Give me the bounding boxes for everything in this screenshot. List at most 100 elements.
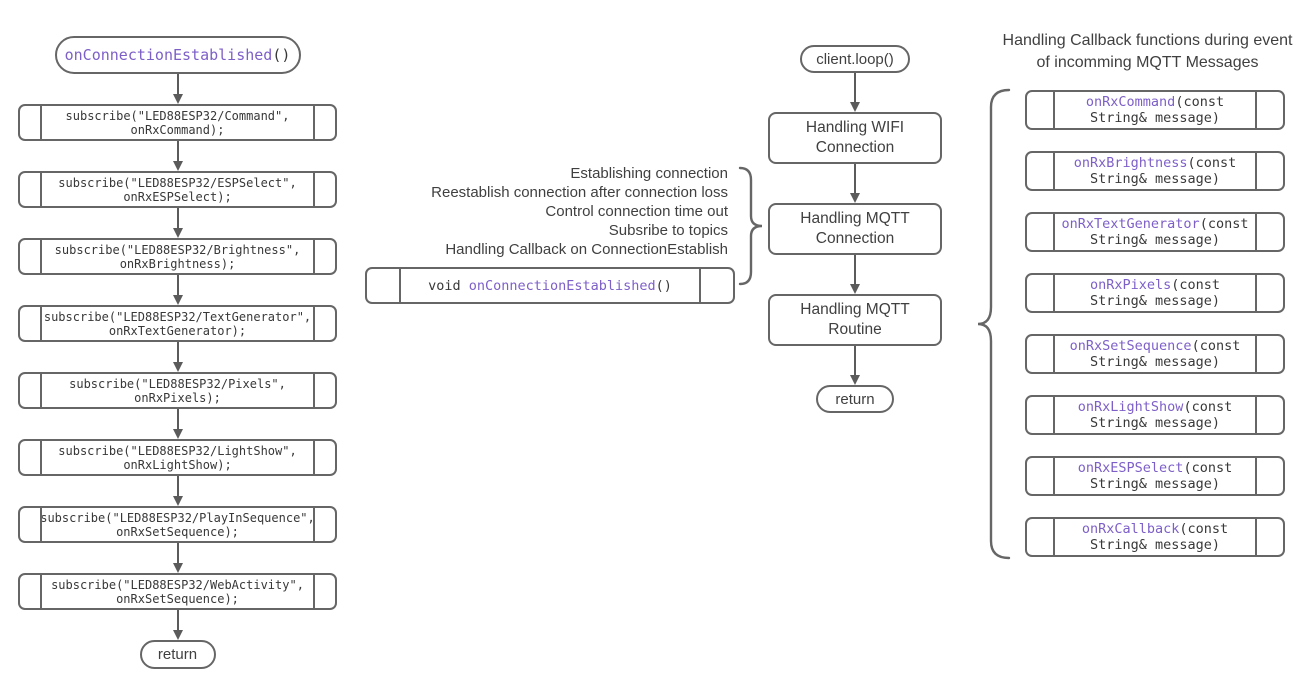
function-parens: () xyxy=(272,46,291,64)
callback-name: onRxTextGenerator xyxy=(1061,215,1200,232)
subscribe-line1: subscribe("LED88ESP32/WebActivity", xyxy=(51,577,304,592)
arrow-down-icon xyxy=(18,543,337,573)
callback-box: onRxCommand(const String& message) xyxy=(1025,90,1285,130)
callback-name: onRxCallback xyxy=(1081,520,1180,537)
flow-step: subscribe("LED88ESP32/PlayInSequence", o… xyxy=(18,476,337,543)
subscribe-process-box: subscribe("LED88ESP32/ESPSelect", onRxES… xyxy=(18,171,337,208)
callback-name: onRxSetSequence xyxy=(1069,337,1192,354)
function-signature: void onConnectionEstablished() xyxy=(428,278,672,294)
on-connection-established-flow: onConnectionEstablished() subscribe("LED… xyxy=(18,36,337,669)
subscribe-process-box: subscribe("LED88ESP32/Command", onRxComm… xyxy=(18,104,337,141)
arrow-down-icon xyxy=(768,255,942,294)
callback-args-start: (const xyxy=(1199,215,1249,232)
callback-args-start: (const xyxy=(1171,276,1221,293)
title-line1: Handling Callback functions during event xyxy=(1002,32,1293,49)
callback-args-start: (const xyxy=(1191,337,1241,354)
callback-line2: String& message) xyxy=(1089,537,1221,553)
callback-name: onRxCommand xyxy=(1085,93,1176,110)
handling-step-box: Handling WIFI Connection xyxy=(768,112,942,164)
callback-list: onRxCommand(const String& message) onRxB… xyxy=(1025,90,1285,557)
start-node-client-loop: client.loop() xyxy=(800,45,910,73)
flow-step: Handling WIFI Connection xyxy=(768,73,942,164)
flow-step-end: return xyxy=(18,610,337,669)
subscribe-process-box: subscribe("LED88ESP32/Pixels", onRxPixel… xyxy=(18,372,337,409)
callback-box: onRxLightShow(const String& message) xyxy=(1025,395,1285,435)
callback-line1: onRxCommand(const xyxy=(1086,94,1224,111)
annotation-line: Handling Callback on ConnectionEstablish xyxy=(445,241,728,258)
subscribe-line2: onRxSetSequence); xyxy=(116,591,239,606)
left-curly-brace-icon xyxy=(976,88,1012,560)
callback-name: onRxBrightness xyxy=(1073,154,1188,171)
subscribe-line1: subscribe("LED88ESP32/Command", xyxy=(65,108,290,123)
subscribe-line1: subscribe("LED88ESP32/LightShow", xyxy=(58,443,297,458)
arrow-down-icon xyxy=(18,409,337,439)
flow-step: Handling MQTT Connection xyxy=(768,164,942,255)
arrow-down-icon xyxy=(768,346,942,385)
right-curly-brace-icon xyxy=(738,166,764,286)
return-node: return xyxy=(816,385,894,413)
handling-step-box: Handling MQTT Connection xyxy=(768,203,942,255)
subscribe-line2: onRxLightShow); xyxy=(123,457,232,472)
subscribe-line2: onRxESPSelect); xyxy=(123,189,232,204)
callback-line1: onRxLightShow(const xyxy=(1078,399,1232,416)
callback-box: onRxCallback(const String& message) xyxy=(1025,517,1285,557)
callback-line1: onRxSetSequence(const xyxy=(1070,338,1241,355)
subscribe-line1: subscribe("LED88ESP32/ESPSelect", xyxy=(58,175,297,190)
flow-step: subscribe("LED88ESP32/ESPSelect", onRxES… xyxy=(18,141,337,208)
subscribe-process-box: subscribe("LED88ESP32/Brightness", onRxB… xyxy=(18,238,337,275)
keyword-void: void xyxy=(428,277,469,294)
arrow-down-icon xyxy=(768,164,942,203)
arrow-down-icon xyxy=(18,208,337,238)
callback-line2: String& message) xyxy=(1089,293,1221,309)
annotation-line: Establishing connection xyxy=(570,165,728,182)
start-node-on-connection-established: onConnectionEstablished() xyxy=(54,36,301,74)
flow-step: subscribe("LED88ESP32/WebActivity", onRx… xyxy=(18,543,337,610)
callback-box: onRxESPSelect(const String& message) xyxy=(1025,456,1285,496)
callback-line2: String& message) xyxy=(1089,415,1221,431)
annotation-line: Control connection time out xyxy=(545,203,728,220)
flow-step: subscribe("LED88ESP32/Pixels", onRxPixel… xyxy=(18,342,337,409)
function-name: onConnectionEstablished xyxy=(64,46,273,64)
arrow-down-icon xyxy=(18,476,337,506)
arrow-down-icon xyxy=(18,342,337,372)
callback-line2: String& message) xyxy=(1089,110,1221,126)
callback-args-start: (const xyxy=(1187,154,1237,171)
callback-line1: onRxPixels(const xyxy=(1090,277,1220,294)
flow-step: subscribe("LED88ESP32/Brightness", onRxB… xyxy=(18,208,337,275)
right-panel-title: Handling Callback functions during event… xyxy=(985,30,1310,74)
callback-args-start: (const xyxy=(1179,520,1229,537)
callback-args-start: (const xyxy=(1175,93,1225,110)
callback-line2: String& message) xyxy=(1089,232,1221,248)
arrow-down-icon xyxy=(18,610,337,640)
callback-line1: onRxTextGenerator(const xyxy=(1062,216,1249,233)
annotation-line: Reestablish connection after connection … xyxy=(431,184,728,201)
callback-name: onRxLightShow xyxy=(1077,398,1184,415)
subscribe-line2: onRxCommand); xyxy=(130,122,225,137)
arrow-down-icon xyxy=(18,275,337,305)
function-parens: () xyxy=(655,277,672,294)
subscribe-line2: onRxBrightness); xyxy=(119,256,236,271)
callback-name: onRxPixels xyxy=(1089,276,1172,293)
handling-step-box: Handling MQTT Routine xyxy=(768,294,942,346)
callback-box: onRxPixels(const String& message) xyxy=(1025,273,1285,313)
subscribe-line1: subscribe("LED88ESP32/PlayInSequence", xyxy=(40,510,315,525)
subscribe-process-box: subscribe("LED88ESP32/LightShow", onRxLi… xyxy=(18,439,337,476)
return-node: return xyxy=(139,640,216,669)
callback-box: onRxSetSequence(const String& message) xyxy=(1025,334,1285,374)
callback-line1: onRxCallback(const xyxy=(1082,521,1228,538)
arrow-down-icon xyxy=(18,74,337,104)
annotation-text-block: Establishing connection Reestablish conn… xyxy=(370,164,728,259)
flow-step: subscribe("LED88ESP32/TextGenerator", on… xyxy=(18,275,337,342)
flow-step: subscribe("LED88ESP32/LightShow", onRxLi… xyxy=(18,409,337,476)
callback-name: onRxESPSelect xyxy=(1077,459,1184,476)
subscribe-process-box: subscribe("LED88ESP32/TextGenerator", on… xyxy=(18,305,337,342)
subscribe-line2: onRxPixels); xyxy=(134,390,221,405)
subscribe-process-box: subscribe("LED88ESP32/PlayInSequence", o… xyxy=(18,506,337,543)
subscribe-line2: onRxTextGenerator); xyxy=(108,323,247,338)
subscribe-line1: subscribe("LED88ESP32/TextGenerator", xyxy=(43,309,312,324)
arrow-down-icon xyxy=(18,141,337,171)
callback-box: onRxTextGenerator(const String& message) xyxy=(1025,212,1285,252)
flow-step: Handling MQTT Routine xyxy=(768,255,942,346)
callback-line1: onRxBrightness(const xyxy=(1074,155,1237,172)
